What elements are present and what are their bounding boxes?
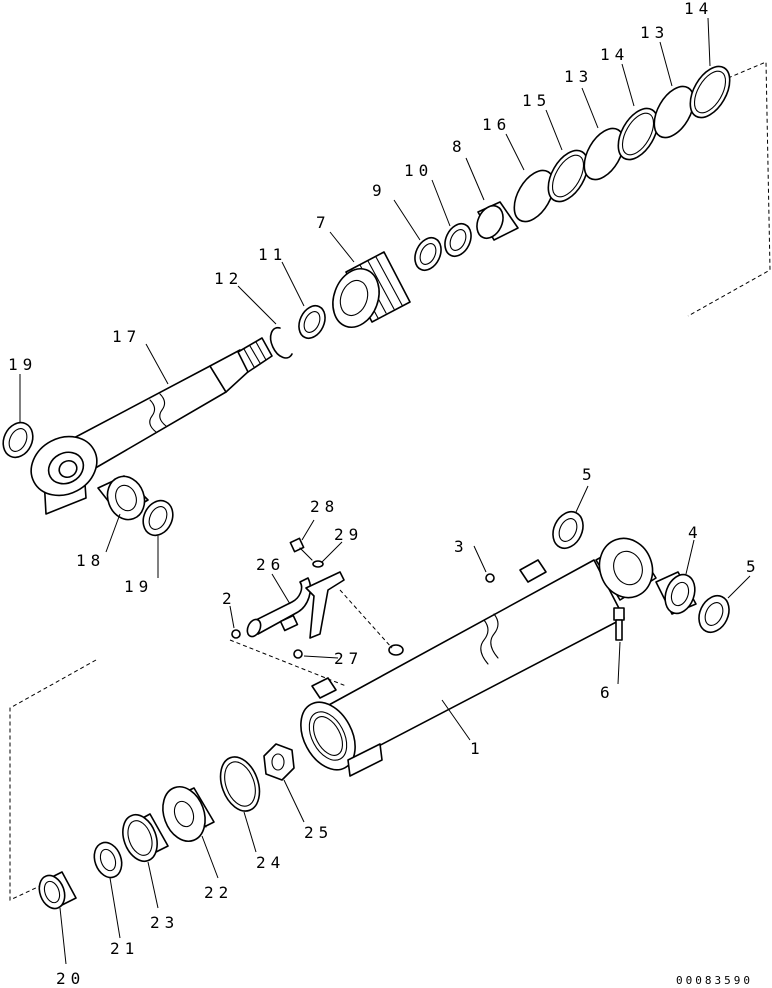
- callout-21: 21: [110, 939, 139, 958]
- callout-27: 27: [334, 649, 363, 668]
- callout-14-mid: 14: [600, 45, 629, 64]
- upper-dashed-frame: [687, 61, 771, 317]
- callout-18: 18: [76, 551, 105, 570]
- callout-29: 29: [334, 525, 363, 544]
- part-16-ring: [513, 169, 555, 223]
- callout-9: 9: [372, 181, 387, 200]
- callout-22: 22: [204, 883, 233, 902]
- part-21-ring: [93, 841, 123, 879]
- callouts: 14 13 14 13 15 16 8 10 9 7 11 12 17 19 1…: [8, 0, 761, 988]
- callout-26: 26: [256, 555, 285, 574]
- part-28-bolt: [289, 537, 313, 561]
- leader-lines: [19, 17, 751, 965]
- callout-17: 17: [112, 327, 141, 346]
- callout-5-lower: 5: [746, 557, 761, 576]
- part-5-upper: [552, 510, 584, 550]
- callout-19-top: 19: [8, 355, 37, 374]
- callout-12: 12: [214, 269, 243, 288]
- callout-6: 6: [600, 683, 615, 702]
- part-19-lower: [142, 499, 174, 537]
- callout-16: 16: [482, 115, 511, 134]
- part-14-ring-upper: [689, 65, 731, 119]
- cylinder-tube: [300, 559, 625, 777]
- part-12-snap-ring: [269, 326, 293, 359]
- part-13-ring-upper: [653, 85, 695, 139]
- callout-28: 28: [310, 497, 339, 516]
- callout-24: 24: [256, 853, 285, 872]
- part-7-piston: [332, 251, 411, 328]
- callout-13-mid: 13: [564, 67, 593, 86]
- part-11-ring: [298, 304, 326, 340]
- lower-dashed-frame: [9, 589, 393, 901]
- part-6-grease-fitting: [613, 607, 625, 641]
- callout-5-upper: 5: [582, 465, 597, 484]
- part-23-bushing: [122, 813, 169, 863]
- part-29-washer: [312, 560, 324, 568]
- callout-23: 23: [150, 913, 179, 932]
- part-27-oring: [293, 649, 303, 659]
- part-13-ring-lower: [583, 127, 625, 181]
- part-9-ring: [414, 236, 442, 272]
- callout-10: 10: [404, 161, 433, 180]
- part-18-bushing: [97, 475, 149, 521]
- part-20-bushing: [38, 871, 77, 910]
- callout-20: 20: [56, 969, 85, 988]
- part-24-ring: [219, 756, 261, 812]
- callout-19-bottom: 19: [124, 577, 153, 596]
- part-22-head: [162, 786, 215, 842]
- rod-eye: [30, 435, 98, 515]
- part-25-nut: [263, 743, 295, 781]
- part-26-elbow: [246, 577, 312, 638]
- part-3-ball: [485, 573, 495, 583]
- callout-14-top: 14: [684, 0, 713, 18]
- callout-3: 3: [454, 537, 469, 556]
- part-5-lower: [698, 594, 730, 634]
- callout-7: 7: [316, 213, 331, 232]
- piston-rod: [69, 337, 273, 471]
- callout-1: 1: [470, 739, 485, 758]
- part-4-bushing: [655, 571, 697, 615]
- part-14-ring-lower: [617, 107, 659, 161]
- callout-15: 15: [522, 91, 551, 110]
- drawing-code: 00083590: [676, 974, 753, 987]
- callout-4: 4: [688, 523, 703, 542]
- part-10-ring: [444, 222, 472, 258]
- callout-2: 2: [222, 589, 237, 608]
- part-8-bushing: [476, 201, 519, 241]
- callout-8: 8: [452, 137, 467, 156]
- part-19-upper: [2, 421, 34, 459]
- part-2-oring: [231, 629, 241, 639]
- tube-end-eye: [595, 537, 657, 601]
- part-clamp-bracket: [305, 571, 345, 639]
- callout-11: 11: [258, 245, 287, 264]
- part-15-ring: [547, 149, 589, 203]
- callout-25: 25: [304, 823, 333, 842]
- callout-13-top: 13: [640, 23, 669, 42]
